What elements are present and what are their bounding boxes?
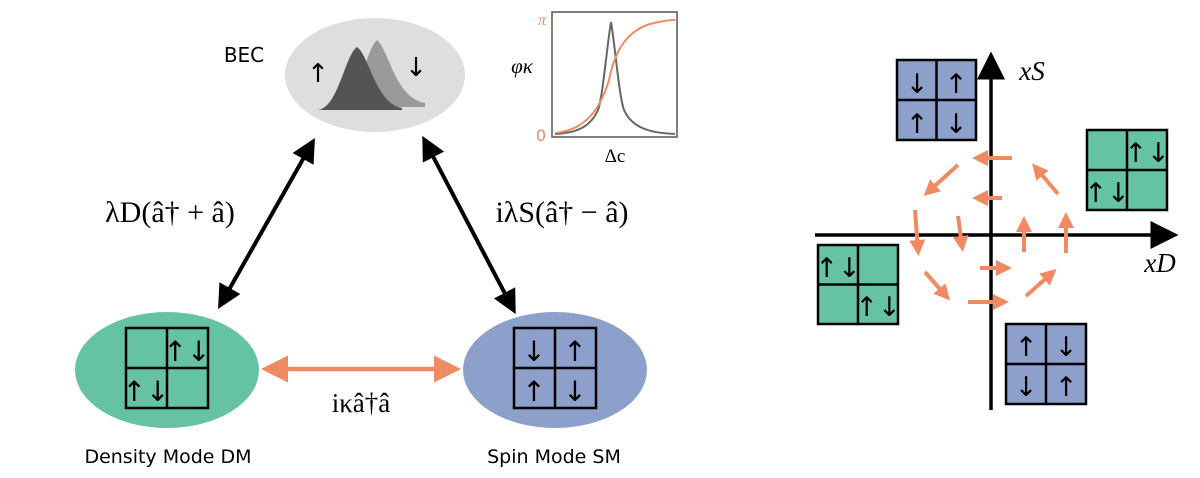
inset-lorentzian-curve — [554, 21, 676, 135]
updown-arrow-icon: ↑↓ — [1084, 178, 1129, 209]
down-arrow-icon: ↓ — [1055, 332, 1078, 363]
inset-ytick-pi: π — [538, 12, 547, 29]
spin-up-arrow-icon: ↑ — [307, 59, 329, 89]
spin-coupling-label: iλS(â† − â) — [495, 196, 628, 229]
phase-flow-arrows — [909, 150, 1074, 310]
dissipative-coupling-label: iκâ†â — [332, 388, 391, 418]
density-mode-label: Density Mode DM — [84, 446, 251, 468]
density-mode-config-left: ↑↓ ↑↓ — [815, 243, 901, 326]
up-arrow-icon: ↑ — [906, 109, 929, 140]
updown-arrow-icon: ↑↓ — [855, 292, 900, 323]
inset-phase-plot: φκ Δc π 0 — [511, 11, 678, 167]
inset-ytick-zero: 0 — [536, 126, 546, 145]
density-coupling-label: λD(â† + â) — [105, 196, 235, 229]
spin-mode-config-top: ↓ ↑ ↑ ↓ — [895, 58, 978, 142]
up-arrow-icon: ↑ — [1015, 332, 1038, 363]
down-arrow-icon: ↓ — [522, 335, 545, 368]
bec-label: BEC — [224, 43, 264, 67]
up-arrow-icon: ↑ — [522, 375, 545, 408]
bec-density-coupling-arrow — [218, 138, 315, 309]
updown-arrow-icon: ↑↓ — [123, 375, 170, 408]
density-mode-config-right: ↑↓ ↑↓ — [1084, 128, 1170, 212]
density-mode-node: ↑↓ ↑↓ — [75, 312, 259, 428]
down-arrow-icon: ↓ — [906, 69, 929, 100]
updown-arrow-icon: ↑↓ — [1124, 138, 1169, 169]
inset-frame — [551, 11, 678, 138]
up-arrow-icon: ↑ — [1055, 372, 1078, 403]
spin-down-arrow-icon: ↓ — [405, 53, 427, 83]
bec-spin-coupling-arrow — [422, 135, 516, 315]
down-arrow-icon: ↓ — [1015, 372, 1038, 403]
inset-phase-curve — [554, 19, 676, 134]
spin-up-density-profile — [318, 47, 402, 110]
down-arrow-icon: ↓ — [563, 375, 586, 408]
up-arrow-icon: ↑ — [563, 335, 586, 368]
spin-mode-label: Spin Mode SM — [487, 446, 621, 468]
bec-node: ↑ ↓ — [285, 18, 465, 132]
inset-ylabel: φκ — [511, 54, 534, 78]
x-axis-label: xD — [1143, 248, 1176, 278]
y-axis-label: xS — [1018, 56, 1045, 86]
inset-xlabel: Δc — [605, 146, 626, 167]
updown-arrow-icon: ↑↓ — [815, 253, 860, 284]
up-arrow-icon: ↑ — [945, 69, 968, 100]
down-arrow-icon: ↓ — [945, 109, 968, 140]
spin-mode-config-bottom: ↑ ↓ ↓ ↑ — [1004, 322, 1088, 406]
spin-mode-node: ↓ ↑ ↑ ↓ — [463, 312, 647, 428]
updown-arrow-icon: ↑↓ — [164, 335, 211, 368]
